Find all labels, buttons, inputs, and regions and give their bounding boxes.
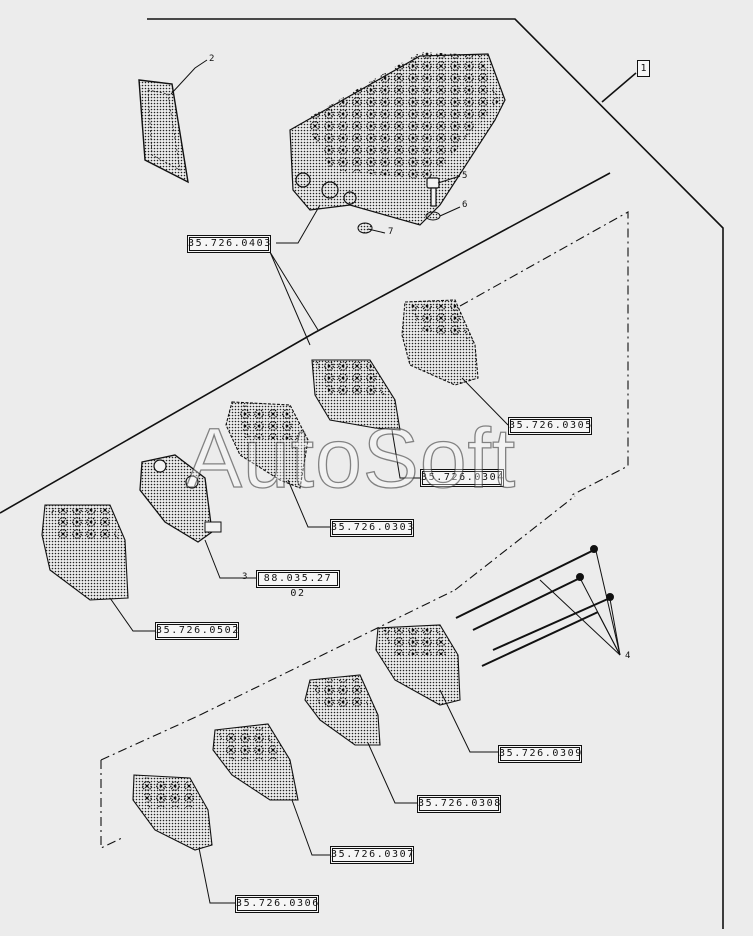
leader-lines <box>109 59 621 904</box>
part-ref-section-0307[interactable]: 35.726.0307 <box>330 846 414 864</box>
frame-label: 1 <box>637 60 650 77</box>
bolt-drawing <box>426 177 440 207</box>
item-label-nut: 7 <box>388 227 394 237</box>
section-0308-drawing <box>304 674 381 746</box>
group-outline-upper <box>459 211 629 497</box>
part-ref-section-0305[interactable]: 35.726.0305 <box>508 417 592 435</box>
frame-boundary-lines <box>0 18 724 929</box>
part-ref-section-0309[interactable]: 35.726.0309 <box>498 745 582 763</box>
part-ref-section-0502[interactable]: 35.726.0502 <box>155 622 239 640</box>
section-0309-drawing <box>375 624 461 706</box>
part-ref-section-0308[interactable]: 35.726.0308 <box>417 795 501 813</box>
item-label-bolt: 5 <box>462 171 468 181</box>
section-0502-drawing <box>41 504 129 601</box>
nut-drawing <box>357 222 373 234</box>
part-ref-section-0303[interactable]: 35.726.0303 <box>330 519 414 537</box>
tie-rods-drawing <box>455 545 614 667</box>
washer-drawing <box>425 211 441 221</box>
item-label-section: 3 <box>242 572 248 582</box>
part-ref-section-88[interactable]: 88.035.27 02 <box>256 570 340 599</box>
part-ref-section-0306[interactable]: 35.726.0306 <box>235 895 319 913</box>
section-0307-drawing <box>212 723 299 801</box>
item-label-washer: 6 <box>462 200 468 210</box>
section-0306-drawing <box>132 774 213 851</box>
section-0305-drawing <box>401 299 479 386</box>
section-0303-drawing <box>225 401 309 489</box>
part-ref-valve-assembly[interactable]: 35.726.0403 <box>187 235 271 253</box>
decal-drawing <box>138 79 189 184</box>
item-label-tie-rods: 4 <box>625 651 631 661</box>
valve-assembly-drawing <box>289 52 506 226</box>
section-0304-drawing <box>311 359 401 431</box>
section-88-drawing <box>139 454 222 543</box>
item-label-decal: 2 <box>209 54 215 64</box>
group-outline-lower <box>100 495 576 849</box>
part-ref-section-0304[interactable]: 35.726.0304 <box>420 469 504 487</box>
